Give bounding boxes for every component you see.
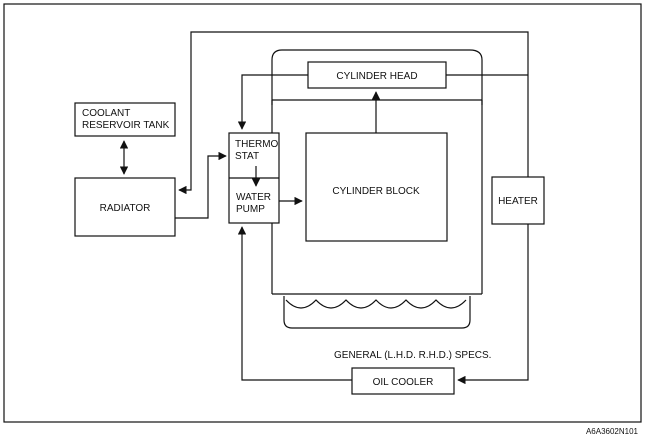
water-pump-label-1: WATER (236, 192, 271, 203)
engine-top-outline (271, 49, 483, 105)
oil-cooler-label: OIL COOLER (373, 377, 434, 388)
coolant-reservoir-label-1: COOLANT (82, 108, 130, 119)
water-pump-label-2: PUMP (236, 204, 265, 215)
cylinder-head-label: CYLINDER HEAD (336, 71, 417, 82)
figure-frame (3, 3, 642, 423)
head-to-thermostat-line (237, 74, 308, 130)
oil-cooler-box (351, 367, 455, 395)
oil-pan-wave (285, 299, 467, 309)
oil-pan-outline (283, 296, 471, 329)
figure-code: A6A3602N101 (586, 427, 639, 436)
cylinder-block-label: CYLINDER BLOCK (332, 186, 420, 197)
cylinder-block-box (305, 132, 448, 242)
heater-box (491, 176, 545, 225)
radiator-label: RADIATOR (100, 203, 151, 214)
heater-to-oilcooler-line (457, 224, 529, 385)
thermostat-label-2: STAT (235, 151, 259, 162)
heater-to-radiator-line (178, 31, 529, 195)
specs-note: GENERAL (L.H.D. R.H.D.) SPECS. (334, 350, 491, 361)
heater-label: HEATER (498, 196, 538, 207)
coolant-reservoir-box (74, 102, 176, 137)
radiator-box (74, 177, 176, 237)
coolant-reservoir-label-2: RESERVOIR TANK (82, 120, 170, 131)
oilcooler-to-pump-line (237, 226, 352, 381)
radiator-to-thermostat-line (175, 151, 227, 219)
thermostat-label-1: THERMO (235, 139, 279, 150)
